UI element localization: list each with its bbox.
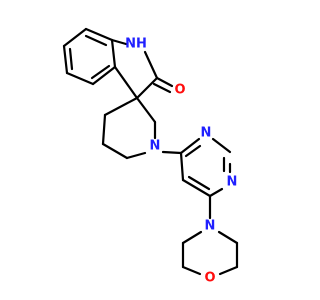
carbonyl-bond (155, 76, 174, 88)
benzene-ring (62, 27, 117, 86)
bond (65, 71, 95, 86)
atom-label-morpholine-o: O (204, 271, 215, 286)
bond (181, 230, 203, 245)
bond-double-inner (184, 144, 202, 158)
atom-label-nh: NH (125, 37, 147, 52)
bond (125, 151, 147, 160)
bond (179, 137, 201, 155)
bond (179, 151, 185, 182)
atom-label-morpholine-n: N (205, 219, 216, 234)
bond (91, 65, 117, 86)
bond (101, 142, 129, 160)
bond (110, 38, 128, 46)
bond-double-inner (84, 34, 108, 47)
bond (62, 44, 69, 75)
bond (218, 265, 239, 276)
bond-double-inner (68, 47, 74, 71)
bond (211, 137, 232, 154)
atom-label-pyrimidine-n1: N (201, 126, 212, 141)
bond (113, 65, 139, 100)
bond (181, 178, 212, 198)
lactam-ring (110, 38, 174, 100)
atom-label-carbonyl-o: O (174, 83, 185, 98)
bond (62, 27, 88, 48)
bond (181, 265, 202, 276)
morpholine-ring (181, 230, 239, 276)
bond (161, 150, 183, 155)
atom-label-pyrimidine-n3: N (227, 175, 238, 190)
bond (101, 113, 107, 146)
bond (135, 76, 159, 100)
bond (110, 38, 117, 69)
pyrimidine-ring (179, 137, 232, 198)
bond-double-inner (187, 175, 211, 191)
carbonyl-bond (152, 82, 172, 94)
bond (217, 230, 239, 245)
bond (208, 187, 224, 198)
bond (143, 50, 159, 80)
bond (84, 27, 114, 42)
atom-label-piperidine-n: N (150, 139, 161, 154)
bond-double-inner (90, 64, 111, 80)
molecule-structure-diagram: NH O N N N N O (62, 27, 239, 286)
bond (103, 96, 139, 117)
bond (135, 96, 157, 124)
piperidine-ring (101, 96, 157, 160)
